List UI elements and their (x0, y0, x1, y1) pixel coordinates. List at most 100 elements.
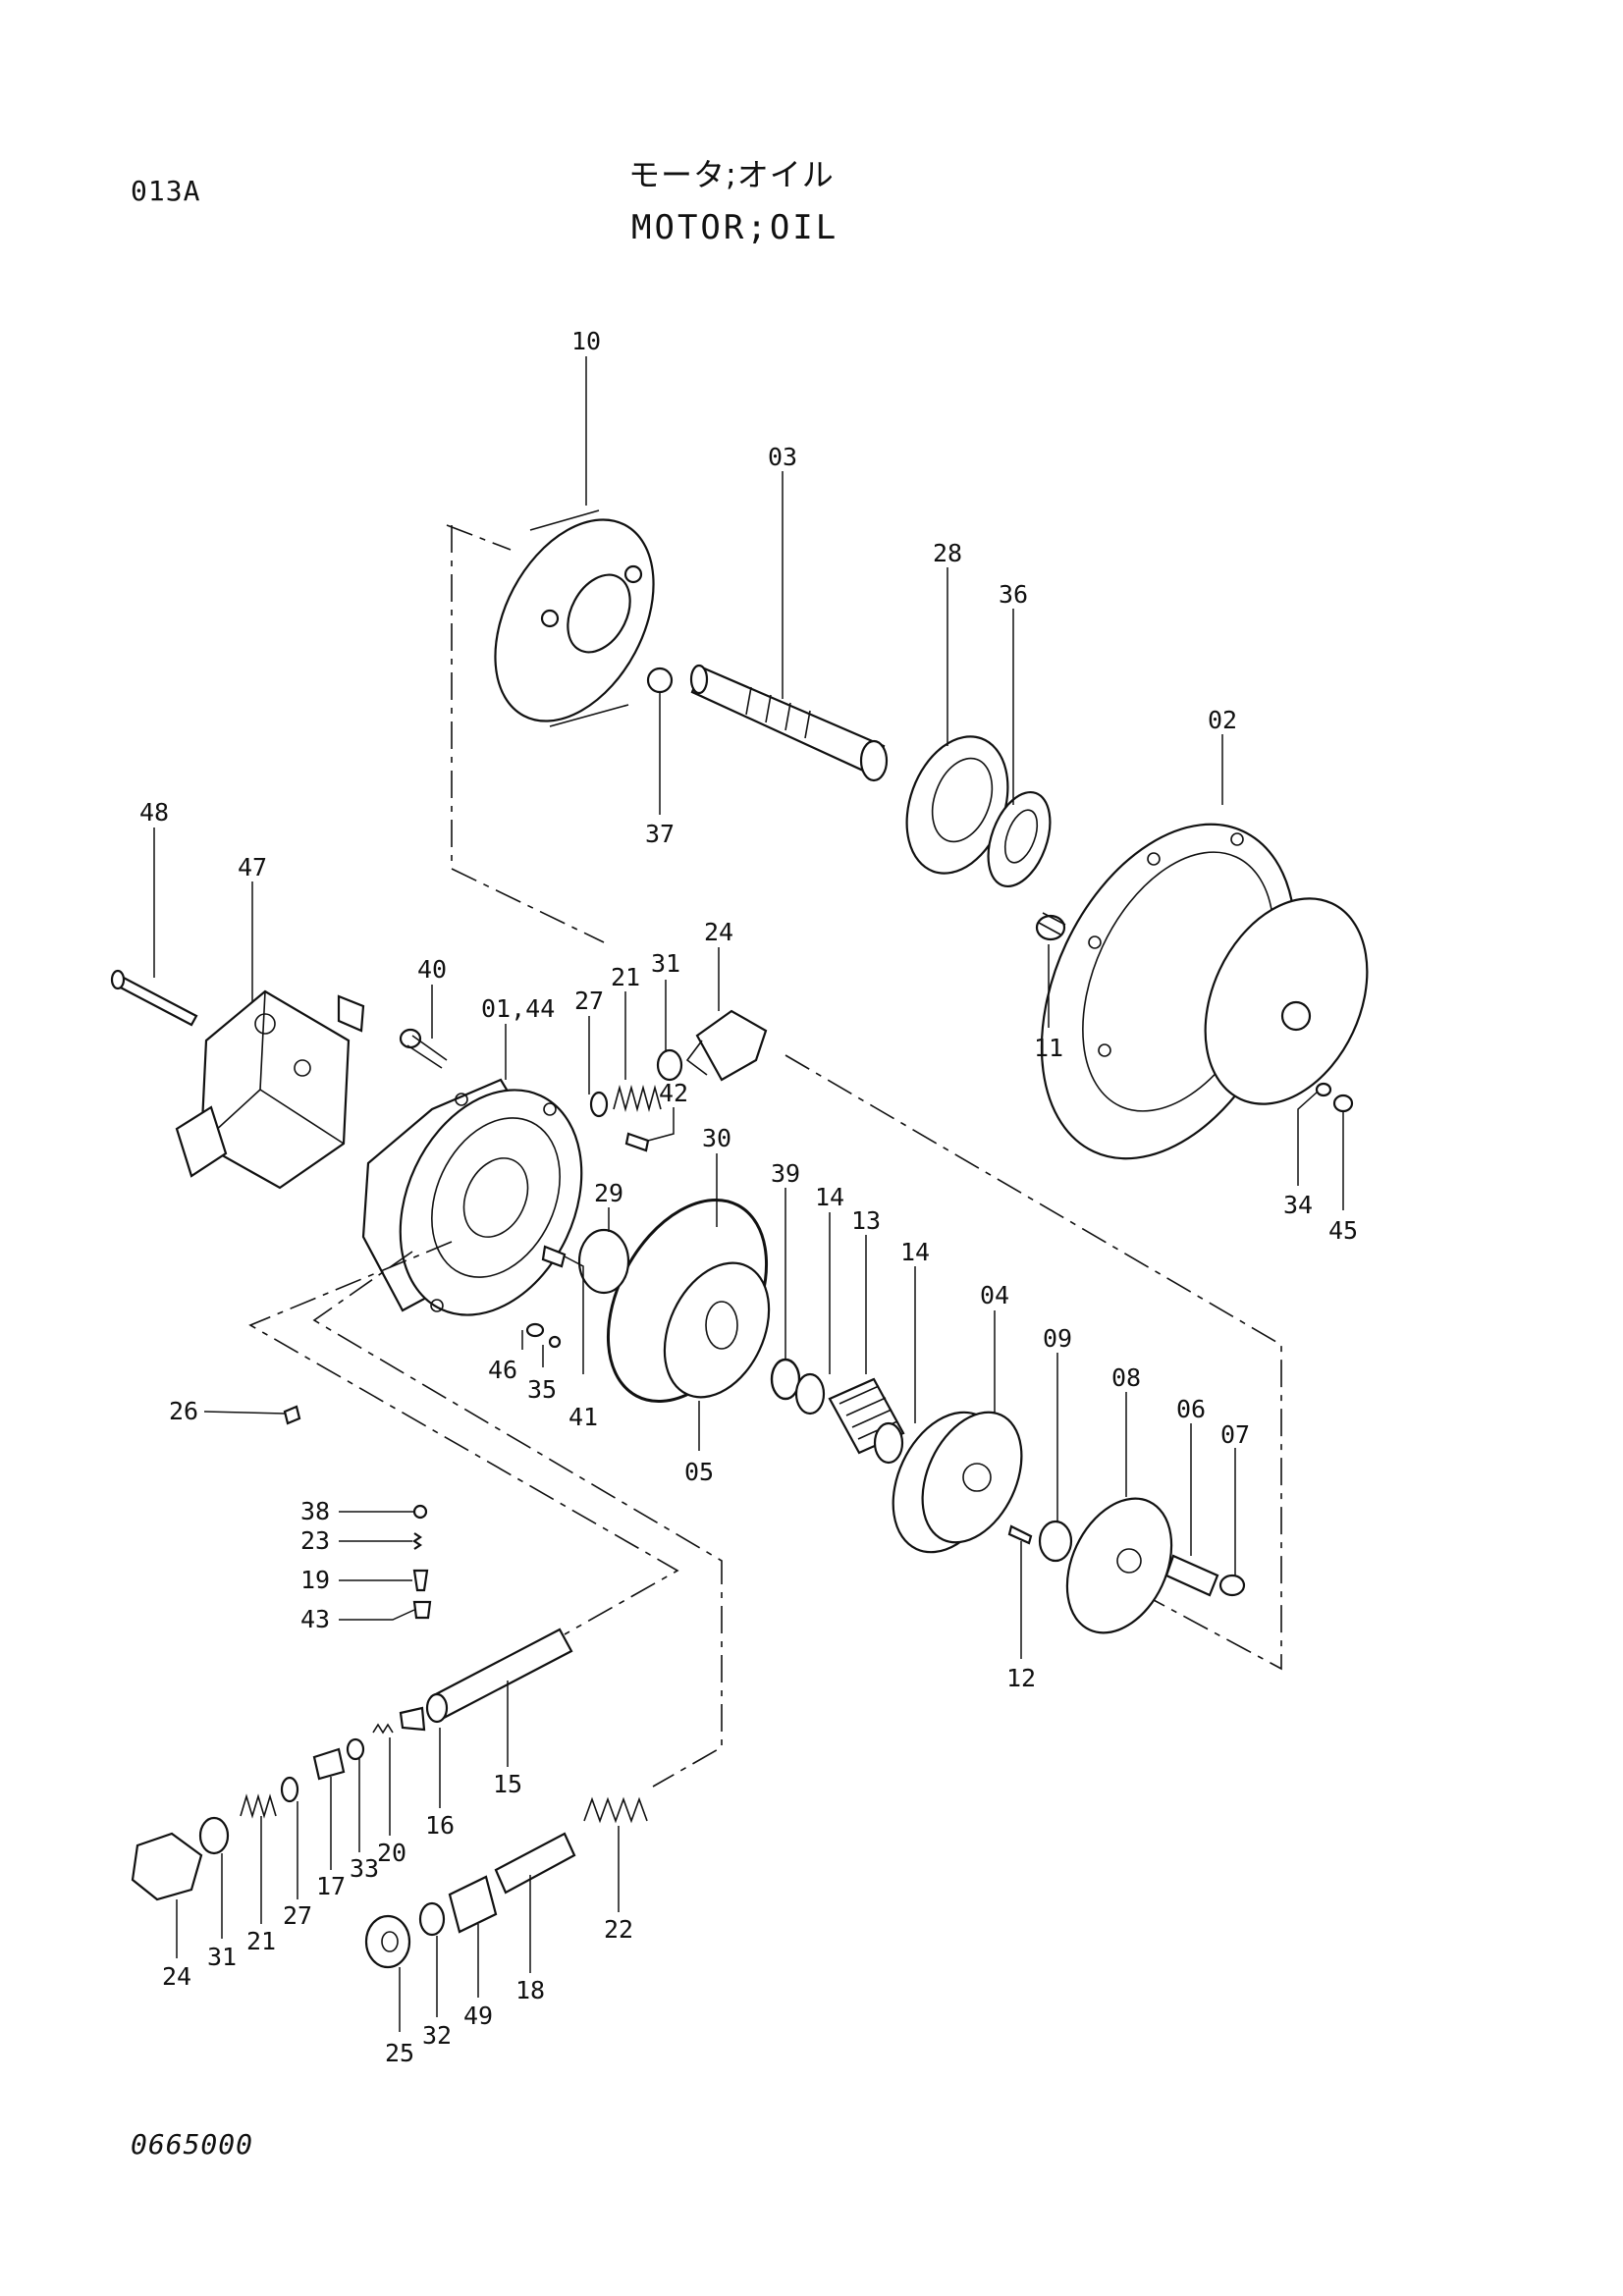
part-26-plug (283, 1405, 301, 1425)
callout-14-b: 14 (900, 1238, 930, 1266)
callout-01-44: 01,44 (481, 994, 555, 1023)
callout-labels: 10 03 28 36 02 37 48 47 40 01,44 27 21 3… (139, 327, 1358, 2067)
part-29-bearing (577, 1228, 630, 1295)
callout-24-lower: 24 (162, 1962, 191, 1991)
part-49-sleeve (448, 1875, 498, 1934)
callout-31: 31 (651, 949, 680, 978)
callout-26: 26 (169, 1397, 198, 1425)
part-27-washer-lower (280, 1776, 299, 1803)
callout-42: 42 (659, 1079, 688, 1107)
part-02-housing (1040, 823, 1369, 1160)
callout-45: 45 (1328, 1216, 1358, 1245)
part-23-spring (412, 1532, 422, 1550)
title-japanese: モータ;オイル (628, 156, 835, 193)
part-21-spring-lower (240, 1793, 277, 1819)
callout-05: 05 (684, 1458, 714, 1486)
callout-33: 33 (350, 1854, 379, 1883)
part-41-pin (541, 1245, 567, 1268)
callout-36: 36 (999, 580, 1028, 609)
callout-27-lower: 27 (283, 1901, 312, 1930)
callout-24: 24 (704, 918, 733, 946)
callout-09: 09 (1043, 1324, 1072, 1353)
part-40-bolt (399, 1028, 448, 1069)
callout-32: 32 (422, 2021, 452, 2050)
callout-25: 25 (385, 2039, 414, 2067)
callout-07: 07 (1220, 1420, 1250, 1449)
part-12-pin (1007, 1524, 1033, 1545)
part-04-cylinder-block (892, 1411, 1023, 1554)
callout-43: 43 (300, 1605, 330, 1633)
callout-27: 27 (574, 987, 604, 1015)
callout-14-a: 14 (815, 1183, 844, 1211)
callout-28: 28 (933, 539, 962, 567)
callout-19: 19 (300, 1566, 330, 1594)
part-05-valve-plate (663, 1261, 771, 1399)
part-08-retainer-plate (1065, 1497, 1173, 1634)
callout-11: 11 (1034, 1034, 1063, 1062)
part-43-plug (412, 1600, 432, 1620)
callout-48: 48 (139, 798, 169, 827)
part-24-plug-lower (131, 1832, 203, 1901)
part-17-seat (312, 1747, 346, 1781)
part-01-44-body (361, 1078, 583, 1316)
section-code: 013A (131, 175, 201, 207)
part-48-bolt (110, 969, 198, 1027)
callout-37: 37 (645, 820, 675, 848)
part-22-spring (583, 1796, 648, 1824)
callout-47: 47 (238, 853, 267, 881)
title-english: MOTOR;OIL (631, 208, 839, 247)
part-36-bearing (987, 790, 1052, 888)
part-42-pin (624, 1132, 650, 1152)
part-09-bushing (1038, 1520, 1073, 1563)
callout-08: 08 (1111, 1363, 1141, 1392)
callout-40: 40 (417, 955, 447, 984)
drawing-number: 0665000 (131, 2128, 254, 2161)
callout-46: 46 (488, 1356, 517, 1384)
callout-06: 06 (1176, 1395, 1206, 1423)
part-47-valve-block (175, 989, 365, 1190)
callout-02: 02 (1208, 706, 1237, 734)
callout-20: 20 (377, 1839, 406, 1867)
callout-30: 30 (702, 1124, 731, 1152)
part-16-poppet (399, 1706, 426, 1732)
part-31-oring-lower (198, 1816, 230, 1855)
callout-34: 34 (1283, 1191, 1313, 1219)
callout-13: 13 (851, 1206, 881, 1235)
callout-35: 35 (527, 1375, 557, 1404)
part-14-washer-b (873, 1421, 904, 1465)
part-46-screw (525, 1322, 545, 1338)
callout-10: 10 (571, 327, 601, 355)
callout-23: 23 (300, 1526, 330, 1555)
callout-22: 22 (604, 1915, 633, 1944)
callout-17: 17 (316, 1872, 346, 1900)
callout-03: 03 (768, 443, 797, 471)
callout-21-lower: 21 (246, 1927, 276, 1955)
part-06-piston (1164, 1554, 1219, 1597)
part-20-spring (372, 1723, 394, 1735)
part-11-bushing (1035, 912, 1066, 941)
callout-12: 12 (1006, 1664, 1036, 1692)
callout-16: 16 (425, 1811, 455, 1840)
part-33-oring (346, 1737, 365, 1761)
callout-15: 15 (493, 1770, 522, 1798)
part-34-washer (1315, 1082, 1332, 1097)
part-14-washer-a (794, 1372, 826, 1415)
part-15-spool (425, 1628, 573, 1724)
part-18-spool (494, 1832, 576, 1895)
part-21-spring (613, 1084, 662, 1113)
leader-lines (153, 356, 1344, 2032)
part-39-ring (770, 1358, 801, 1401)
part-19-poppet (412, 1569, 429, 1592)
callout-18: 18 (515, 1976, 545, 2004)
callout-49: 49 (463, 2002, 493, 2030)
part-31-oring (656, 1048, 683, 1082)
callout-41: 41 (568, 1403, 598, 1431)
part-03-shaft (689, 664, 889, 782)
assembly-lines (248, 524, 1282, 1788)
callout-31-lower: 31 (207, 1943, 237, 1971)
part-32-oring (418, 1901, 446, 1937)
part-38-ball (412, 1504, 428, 1520)
part-27-washer (589, 1091, 609, 1118)
callout-04: 04 (980, 1281, 1009, 1309)
